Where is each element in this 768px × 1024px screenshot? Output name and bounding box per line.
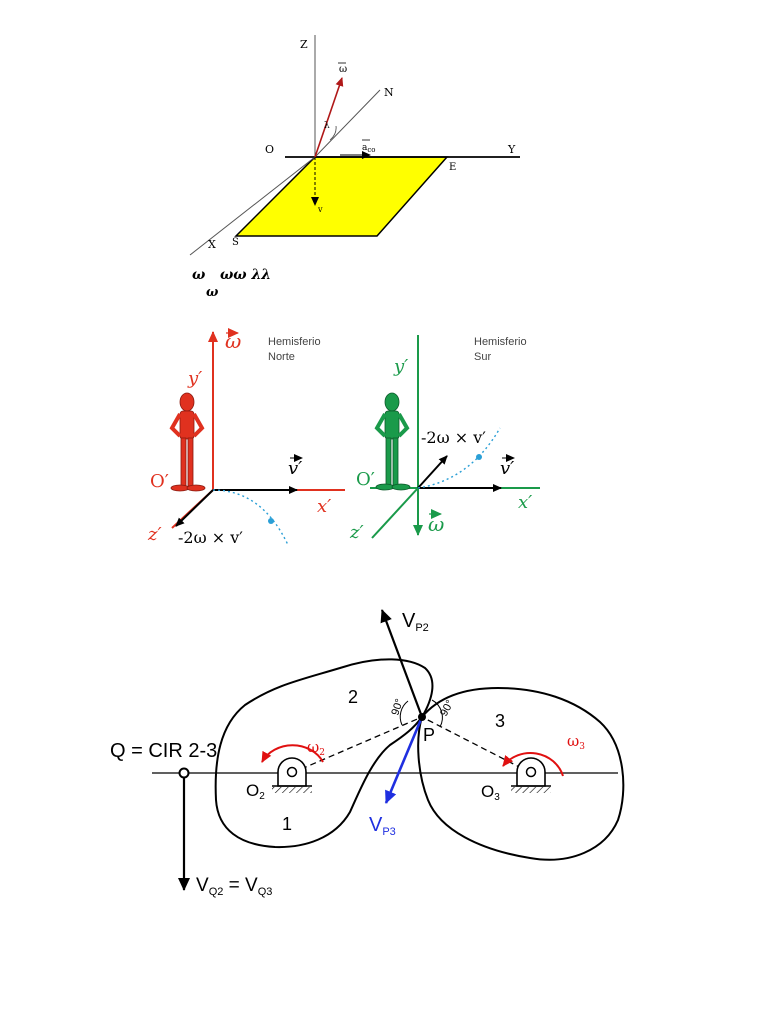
- vq2-sub: Q2: [209, 886, 224, 898]
- body-1-label: 1: [282, 814, 292, 834]
- lambda-label: λ: [324, 121, 330, 131]
- omega3-main: ω: [567, 732, 579, 750]
- north-v-label: v′: [288, 458, 302, 479]
- figure-kinematics: Q = CIR 2-3 VP2 VP3 VQ2 = VQ3 1 2 3 P O2…: [110, 609, 625, 898]
- figure-north-hemisphere: ω y′ x′ z′ O′ v′ -2ω × v′ Hemisferio Nor…: [147, 328, 345, 547]
- o3-main: O: [481, 782, 494, 801]
- vp2-main: V: [402, 610, 416, 632]
- north-x-label: x′: [317, 496, 331, 517]
- south-particle: [476, 454, 482, 460]
- south-origin-label: O′: [356, 469, 375, 490]
- south-trajectory: [417, 427, 501, 489]
- body-2-outline: [214, 658, 434, 849]
- vq-eq: = V: [223, 875, 258, 896]
- north-coriolis-vector: [175, 489, 214, 527]
- omega-vector: [314, 77, 344, 158]
- vp2-label: VP2: [402, 610, 429, 634]
- o2-label: O2: [246, 781, 265, 802]
- point-p: [418, 713, 426, 721]
- aco-sub: co: [367, 146, 375, 154]
- vp3-label: VP3: [369, 814, 396, 838]
- north-line: [314, 89, 381, 158]
- v-label: v: [317, 205, 323, 214]
- vq-label: VQ2 = VQ3: [196, 875, 272, 898]
- north-z-label: z′: [147, 524, 162, 545]
- angle-left-label: 90°: [389, 697, 406, 717]
- o2-main: O: [246, 781, 259, 800]
- omega3-sub: 3: [579, 742, 585, 752]
- body-3-outline: [417, 686, 625, 861]
- aco-label: aco: [362, 143, 376, 154]
- o2-sub: 2: [259, 791, 265, 802]
- south-y-label: y′: [393, 356, 408, 377]
- omega3-label: ω3: [567, 732, 585, 752]
- south-coriolis-vector: [417, 455, 448, 489]
- point-p-label: P: [423, 725, 435, 745]
- south-hemisphere-line2: Sur: [474, 351, 491, 363]
- body-2-label: 2: [348, 687, 358, 707]
- vq3-sub: Q3: [258, 886, 273, 898]
- north-particle: [268, 518, 274, 524]
- formula-line-2: ω: [206, 285, 219, 300]
- origin-label: O: [265, 143, 274, 156]
- pivot-o2-icon: [272, 757, 312, 793]
- q-label: Q = CIR 2-3: [110, 740, 217, 762]
- omega2-arc: [261, 744, 324, 763]
- south-omega-label: ω: [428, 512, 444, 536]
- dashed-o2-p: [291, 716, 423, 774]
- south-v-label: v′: [500, 458, 514, 479]
- north-label: N: [384, 86, 394, 99]
- east-label: E: [449, 162, 456, 173]
- vp3-main: V: [369, 814, 383, 836]
- north-hemisphere-line1: Hemisferio: [268, 336, 321, 348]
- north-person-icon: [169, 392, 206, 492]
- omega3-arc: [502, 752, 564, 777]
- vp3-sub: P3: [382, 826, 395, 838]
- south-z-label: z′: [349, 522, 364, 543]
- aco-main: a: [362, 143, 368, 153]
- point-q: [178, 767, 190, 779]
- formula-line-1: ω ωω λλ: [192, 267, 271, 283]
- south-x-label: x′: [518, 492, 532, 513]
- north-origin-label: O′: [150, 471, 169, 492]
- y-axis-label: Y: [507, 143, 516, 156]
- angle-arc-right: [431, 699, 443, 728]
- omega-label: ω: [339, 64, 347, 75]
- south-z-axis: [371, 487, 419, 539]
- pivot-o3-icon: [511, 757, 551, 793]
- figure-south-hemisphere: y′ x′ z′ O′ ω v′ -2ω × v′ Hemisferio Sur: [349, 335, 540, 543]
- body-3-label: 3: [495, 711, 505, 731]
- lambda-arc: [329, 125, 337, 141]
- z-axis-label: Z: [300, 38, 308, 51]
- south-coriolis-label: -2ω × v′: [421, 428, 486, 447]
- north-trajectory: [212, 489, 289, 546]
- horizontal-plane: [234, 156, 449, 237]
- x-axis: [189, 156, 316, 256]
- south-person-icon: [374, 392, 411, 491]
- north-y-label: y′: [187, 368, 202, 389]
- vq2-main: V: [196, 875, 209, 896]
- dashed-o3-p: [421, 716, 532, 774]
- vp2-vector: [380, 609, 424, 718]
- figure-earth-frame: Z Y X O S E N ω λ aco v ω ωω λλ ω: [189, 35, 520, 300]
- omega2-label: ω2: [307, 738, 325, 758]
- x-axis-label: X: [208, 238, 216, 251]
- north-hemisphere-line2: Norte: [268, 351, 295, 363]
- o3-label: O3: [481, 782, 500, 803]
- south-label: S: [232, 237, 239, 248]
- angle-arc-left: [399, 700, 409, 726]
- north-coriolis-label: -2ω × v′: [178, 528, 243, 547]
- south-hemisphere-line1: Hemisferio: [474, 336, 527, 348]
- o3-sub: 3: [494, 792, 500, 803]
- omega2-main: ω: [307, 738, 319, 756]
- omega2-sub: 2: [319, 748, 325, 758]
- vp3-vector: [384, 716, 424, 804]
- vp2-sub: P2: [415, 622, 428, 634]
